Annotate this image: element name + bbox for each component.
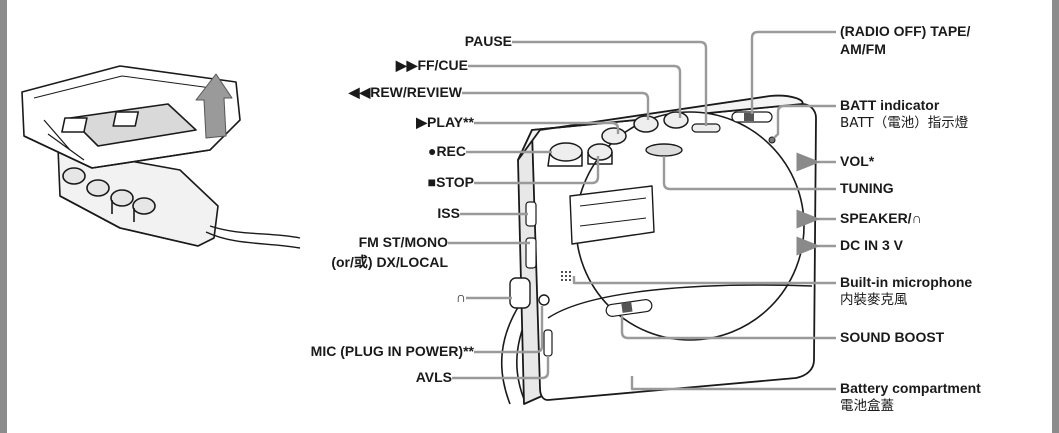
label-rec: ●REC xyxy=(427,143,466,159)
label-dc-in: DC IN 3 V xyxy=(840,237,904,253)
leader-lines-left xyxy=(448,40,708,380)
label-dx-local: (or/或) DX/LOCAL xyxy=(331,254,448,270)
label-vol: VOL* xyxy=(840,153,875,169)
headphones-icon: ∩ xyxy=(455,289,466,305)
label-iss: ISS xyxy=(437,205,460,221)
label-speaker: SPEAKER/∩ xyxy=(840,210,922,226)
label-pause: PAUSE xyxy=(464,33,512,49)
label-mic-plug-in-power: MIC (PLUG IN POWER)** xyxy=(310,343,474,359)
pointer-arrows-right xyxy=(796,152,836,256)
leader-lines-right xyxy=(572,30,836,391)
cassette-lid-illustration xyxy=(21,65,301,249)
label-batt-indicator-cn: BATT（電池）指示燈 xyxy=(840,115,969,131)
label-batt-indicator: BATT indicator xyxy=(840,97,940,113)
label-play: ▶PLAY** xyxy=(416,114,474,130)
label-am-fm: AM/FM xyxy=(840,41,886,57)
page-frame-left xyxy=(0,0,7,433)
label-battery-compartment: Battery compartment xyxy=(840,380,981,396)
label-stop: ■STOP xyxy=(427,174,474,190)
label-battery-compartment-cn: 電池盒蓋 xyxy=(840,398,894,414)
label-sound-boost: SOUND BOOST xyxy=(840,329,945,345)
label-avls: AVLS xyxy=(415,369,452,385)
label-radio-off-tape: (RADIO OFF) TAPE/ xyxy=(840,23,971,39)
page-frame-right xyxy=(1052,0,1059,433)
label-tuning: TUNING xyxy=(840,180,894,196)
label-rew-review: ◀◀REW/REVIEW xyxy=(348,84,462,100)
label-builtin-mic: Built-in microphone xyxy=(840,274,973,290)
label-fm-st-mono: FM ST/MONO xyxy=(358,234,448,250)
label-builtin-mic-cn: 内裝麥克風 xyxy=(840,292,908,308)
label-ff-cue: ▶▶FF/CUE xyxy=(395,57,468,73)
mic-grille-dots xyxy=(561,271,571,281)
